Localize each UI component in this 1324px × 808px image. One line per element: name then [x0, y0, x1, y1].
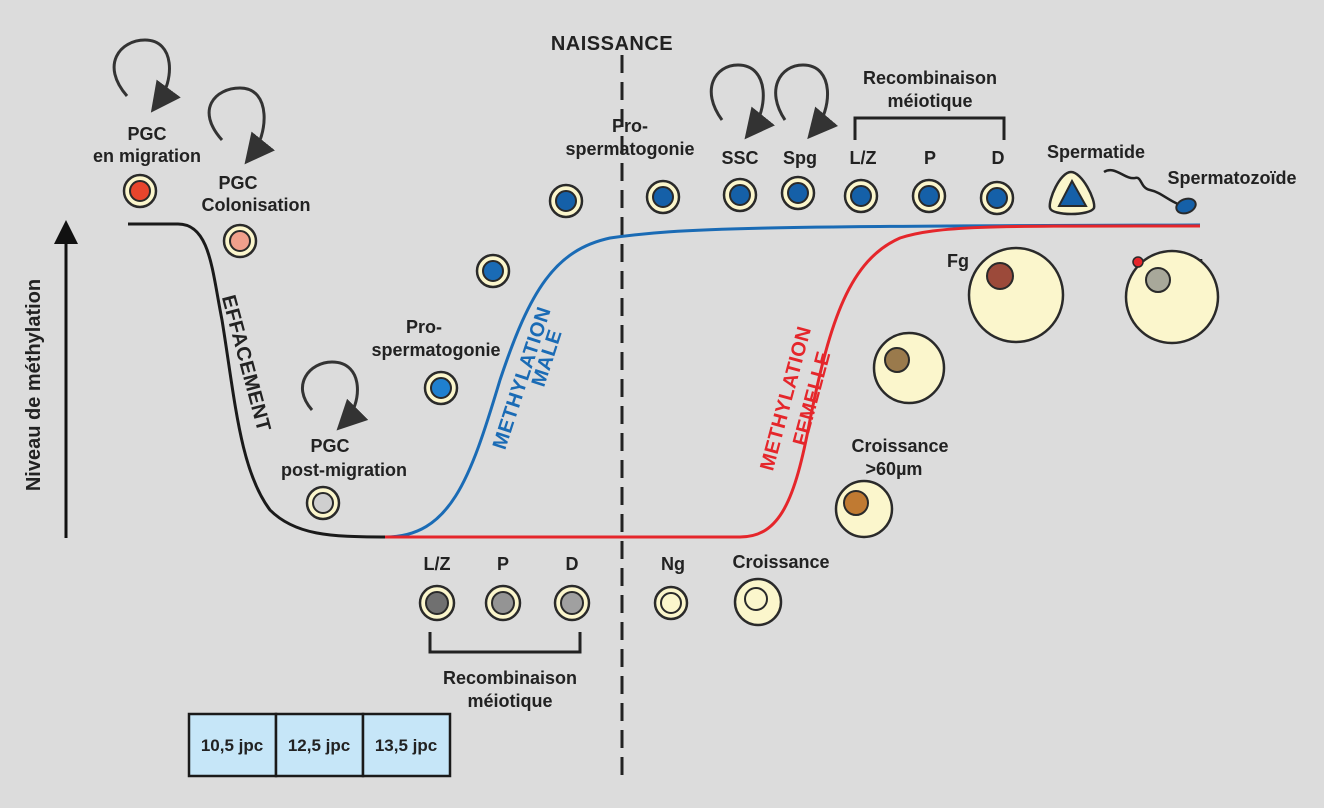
oocyte-growing-cell	[872, 331, 946, 405]
y-axis: Niveau de méthylation	[23, 220, 78, 538]
oocyte-60-cell	[834, 479, 894, 539]
loop-pgc-migration	[112, 38, 181, 113]
timeline: 10,5 jpc 12,5 jpc 13,5 jpc	[187, 712, 452, 778]
spermatozoide-label: Spermatozoïde	[1167, 168, 1296, 188]
effacement-curve	[128, 222, 386, 539]
pgc-migration-label-1: PGC	[127, 124, 166, 144]
loop-ssc	[709, 63, 775, 140]
lz-bottom-label: L/Z	[424, 554, 451, 574]
loop-spg	[774, 63, 839, 140]
fg-cell	[967, 246, 1065, 344]
croissance-label: Croissance	[732, 552, 829, 572]
p-bottom-cell	[484, 584, 522, 622]
ng-label: Ng	[661, 554, 685, 574]
loop-pgc-colonisation	[207, 86, 275, 165]
pro-sperm-left-cell	[423, 370, 459, 406]
recomb-bottom-label-1: Recombinaison	[443, 668, 577, 688]
d-bottom-cell	[553, 584, 591, 622]
timeline-box-2: 12,5 jpc	[288, 736, 350, 755]
y-axis-label: Niveau de méthylation	[23, 279, 45, 491]
ssc-cell	[722, 177, 758, 213]
pgc-migration-label-2: en migration	[93, 146, 201, 166]
ng-cell	[653, 585, 689, 621]
spg-cell	[780, 175, 816, 211]
pgc-migration-cell	[122, 173, 158, 209]
male-methylation-curve	[384, 223, 1201, 539]
spermatide-cell	[1048, 170, 1096, 216]
recomb-top-label-1: Recombinaison	[863, 68, 997, 88]
spermatide-label: Spermatide	[1047, 142, 1145, 162]
pro-sperm-top-label-2: spermatogonie	[565, 139, 694, 159]
pgc-colonisation-label-2: Colonisation	[202, 195, 311, 215]
croissance60-label-2: >60µm	[866, 459, 923, 479]
lz-top-cell	[843, 178, 879, 214]
spermatozoide-cell	[1103, 169, 1197, 215]
m-cell	[1124, 249, 1220, 345]
recomb-top-label-2: méiotique	[887, 91, 972, 111]
lz-bottom-cell	[418, 584, 456, 622]
pro-sperm-top-cell	[645, 179, 681, 215]
pro-sperm-top-label-1: Pro-	[612, 116, 648, 136]
timeline-box-3: 13,5 jpc	[375, 736, 437, 755]
naissance-label: NAISSANCE	[551, 33, 673, 55]
recomb-bottom-label-2: méiotique	[467, 691, 552, 711]
p-top-cell	[911, 178, 947, 214]
birth-marker: NAISSANCE	[551, 33, 673, 780]
pro-sperm-left-label-2: spermatogonie	[371, 340, 500, 360]
d-bottom-label: D	[566, 554, 579, 574]
fg-label: Fg	[947, 251, 969, 271]
pgc-post-label-1: PGC	[310, 436, 349, 456]
p-top-label: P	[924, 148, 936, 168]
lz-top-label: L/Z	[850, 148, 877, 168]
timeline-box-1: 10,5 jpc	[201, 736, 263, 755]
ssc-label: SSC	[721, 148, 758, 168]
pgc-colonisation-label-1: PGC	[218, 173, 257, 193]
d-top-cell	[979, 180, 1015, 216]
d-top-label: D	[992, 148, 1005, 168]
pro-sperm-left-label-1: Pro-	[406, 317, 442, 337]
recomb-top-bracket	[853, 116, 1006, 140]
p-bottom-label: P	[497, 554, 509, 574]
male-rising-cell-2	[548, 183, 584, 219]
loop-pgc-post-migration	[300, 360, 369, 431]
male-rising-cell-1	[475, 253, 511, 289]
croissance-cell	[733, 577, 783, 627]
effacement-label: EFFACEMENT	[217, 293, 275, 434]
pgc-colonisation-cell	[222, 223, 258, 259]
female-baseline-curve	[385, 224, 1201, 539]
spg-label: Spg	[783, 148, 817, 168]
croissance60-label-1: Croissance	[851, 436, 948, 456]
recomb-bottom-bracket	[428, 632, 582, 654]
pgc-post-label-2: post-migration	[281, 460, 407, 480]
pgc-post-migration-cell	[305, 485, 341, 521]
